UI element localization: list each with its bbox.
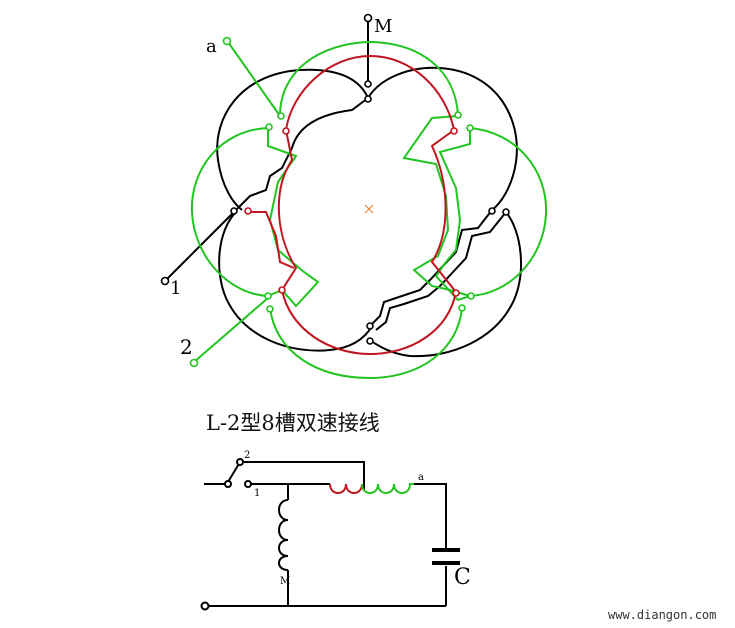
watermark: www.diangon.com (608, 608, 716, 622)
node-green-bottom-left (266, 305, 274, 313)
aux-winding-red (248, 54, 458, 356)
terminal-2-point (189, 358, 199, 368)
main-inner-link-top (235, 97, 369, 211)
terminal-a-point (222, 36, 232, 46)
node-black-right-2 (502, 208, 510, 216)
node-a-inner (277, 112, 285, 120)
wire-contact-2 (243, 461, 365, 490)
main-coil-top-left (216, 68, 369, 211)
aux-coil-bottom (269, 307, 463, 380)
label-switch-1: 1 (254, 488, 260, 499)
aux-inner-right-2 (434, 128, 471, 302)
main-coil-m (278, 499, 289, 571)
node-black-right (488, 207, 496, 215)
node-green-bottom-right (458, 304, 466, 312)
label-coil-m: M (280, 576, 290, 587)
node-black-bottom-2 (366, 337, 374, 345)
node-m-lower-2 (364, 95, 372, 103)
node-green-right-top (454, 111, 462, 119)
switch (204, 458, 252, 488)
node-green-left-bottom (264, 292, 272, 300)
node-green-right-top-2 (466, 124, 474, 132)
schematic (200, 458, 460, 611)
label-terminal-m: M (374, 16, 392, 37)
terminal-2-lead (193, 297, 269, 363)
main-winding-black (165, 20, 522, 358)
terminal-m-point (363, 13, 373, 23)
input-terminal-bottom (200, 601, 210, 611)
main-inner-link-right (369, 209, 493, 327)
aux-winding-green (190, 40, 548, 380)
node-green-left-top (265, 123, 273, 131)
diagram-title: L-2型8槽双速接线 (206, 411, 380, 435)
aux-coil-left (190, 127, 269, 297)
wire-aux-to-cap (414, 483, 447, 548)
label-coil-a: a (418, 472, 424, 483)
label-capacitor-c: C (454, 565, 471, 590)
coil-green-segment (361, 483, 414, 494)
switch-pivot (224, 480, 232, 488)
schematic-wires (200, 461, 447, 611)
node-red-left (244, 207, 252, 215)
node-red-bottom-right (452, 289, 460, 297)
main-coil-top-right (367, 66, 518, 211)
aux-coil-top (279, 40, 459, 117)
capacitor-c (432, 548, 460, 565)
red-coil-inner-left (248, 211, 295, 269)
center-mark (364, 204, 374, 214)
red-coil-outer (277, 54, 458, 356)
switch-contact-2 (236, 458, 244, 466)
switch-contact-1 (244, 480, 252, 488)
terminal-a-lead (227, 41, 281, 117)
main-coil-bottom-left (218, 211, 373, 352)
aux-inner-left (267, 128, 320, 308)
main-coil-bottom-right (369, 211, 522, 358)
aux-coil-right (469, 127, 548, 297)
label-terminal-2: 2 (180, 335, 193, 359)
node-red-top-left (282, 127, 290, 135)
coil-red-segment (329, 483, 363, 494)
label-switch-2: 2 (244, 450, 250, 461)
node-red-top-right (450, 127, 458, 135)
node-green-right-bottom (467, 292, 475, 300)
node-black-bottom (366, 322, 374, 330)
terminal-1-point (160, 276, 170, 286)
node-m-lower (364, 80, 372, 88)
node-red-bottom-left (278, 286, 286, 294)
main-inner-link-right-2 (375, 211, 507, 331)
stator-winding-diagram (160, 13, 548, 380)
terminal-points (160, 13, 510, 368)
node-black-left (230, 207, 238, 215)
label-terminal-1: 1 (170, 278, 181, 299)
label-terminal-a: a (206, 36, 217, 57)
aux-inner-right (402, 115, 471, 297)
